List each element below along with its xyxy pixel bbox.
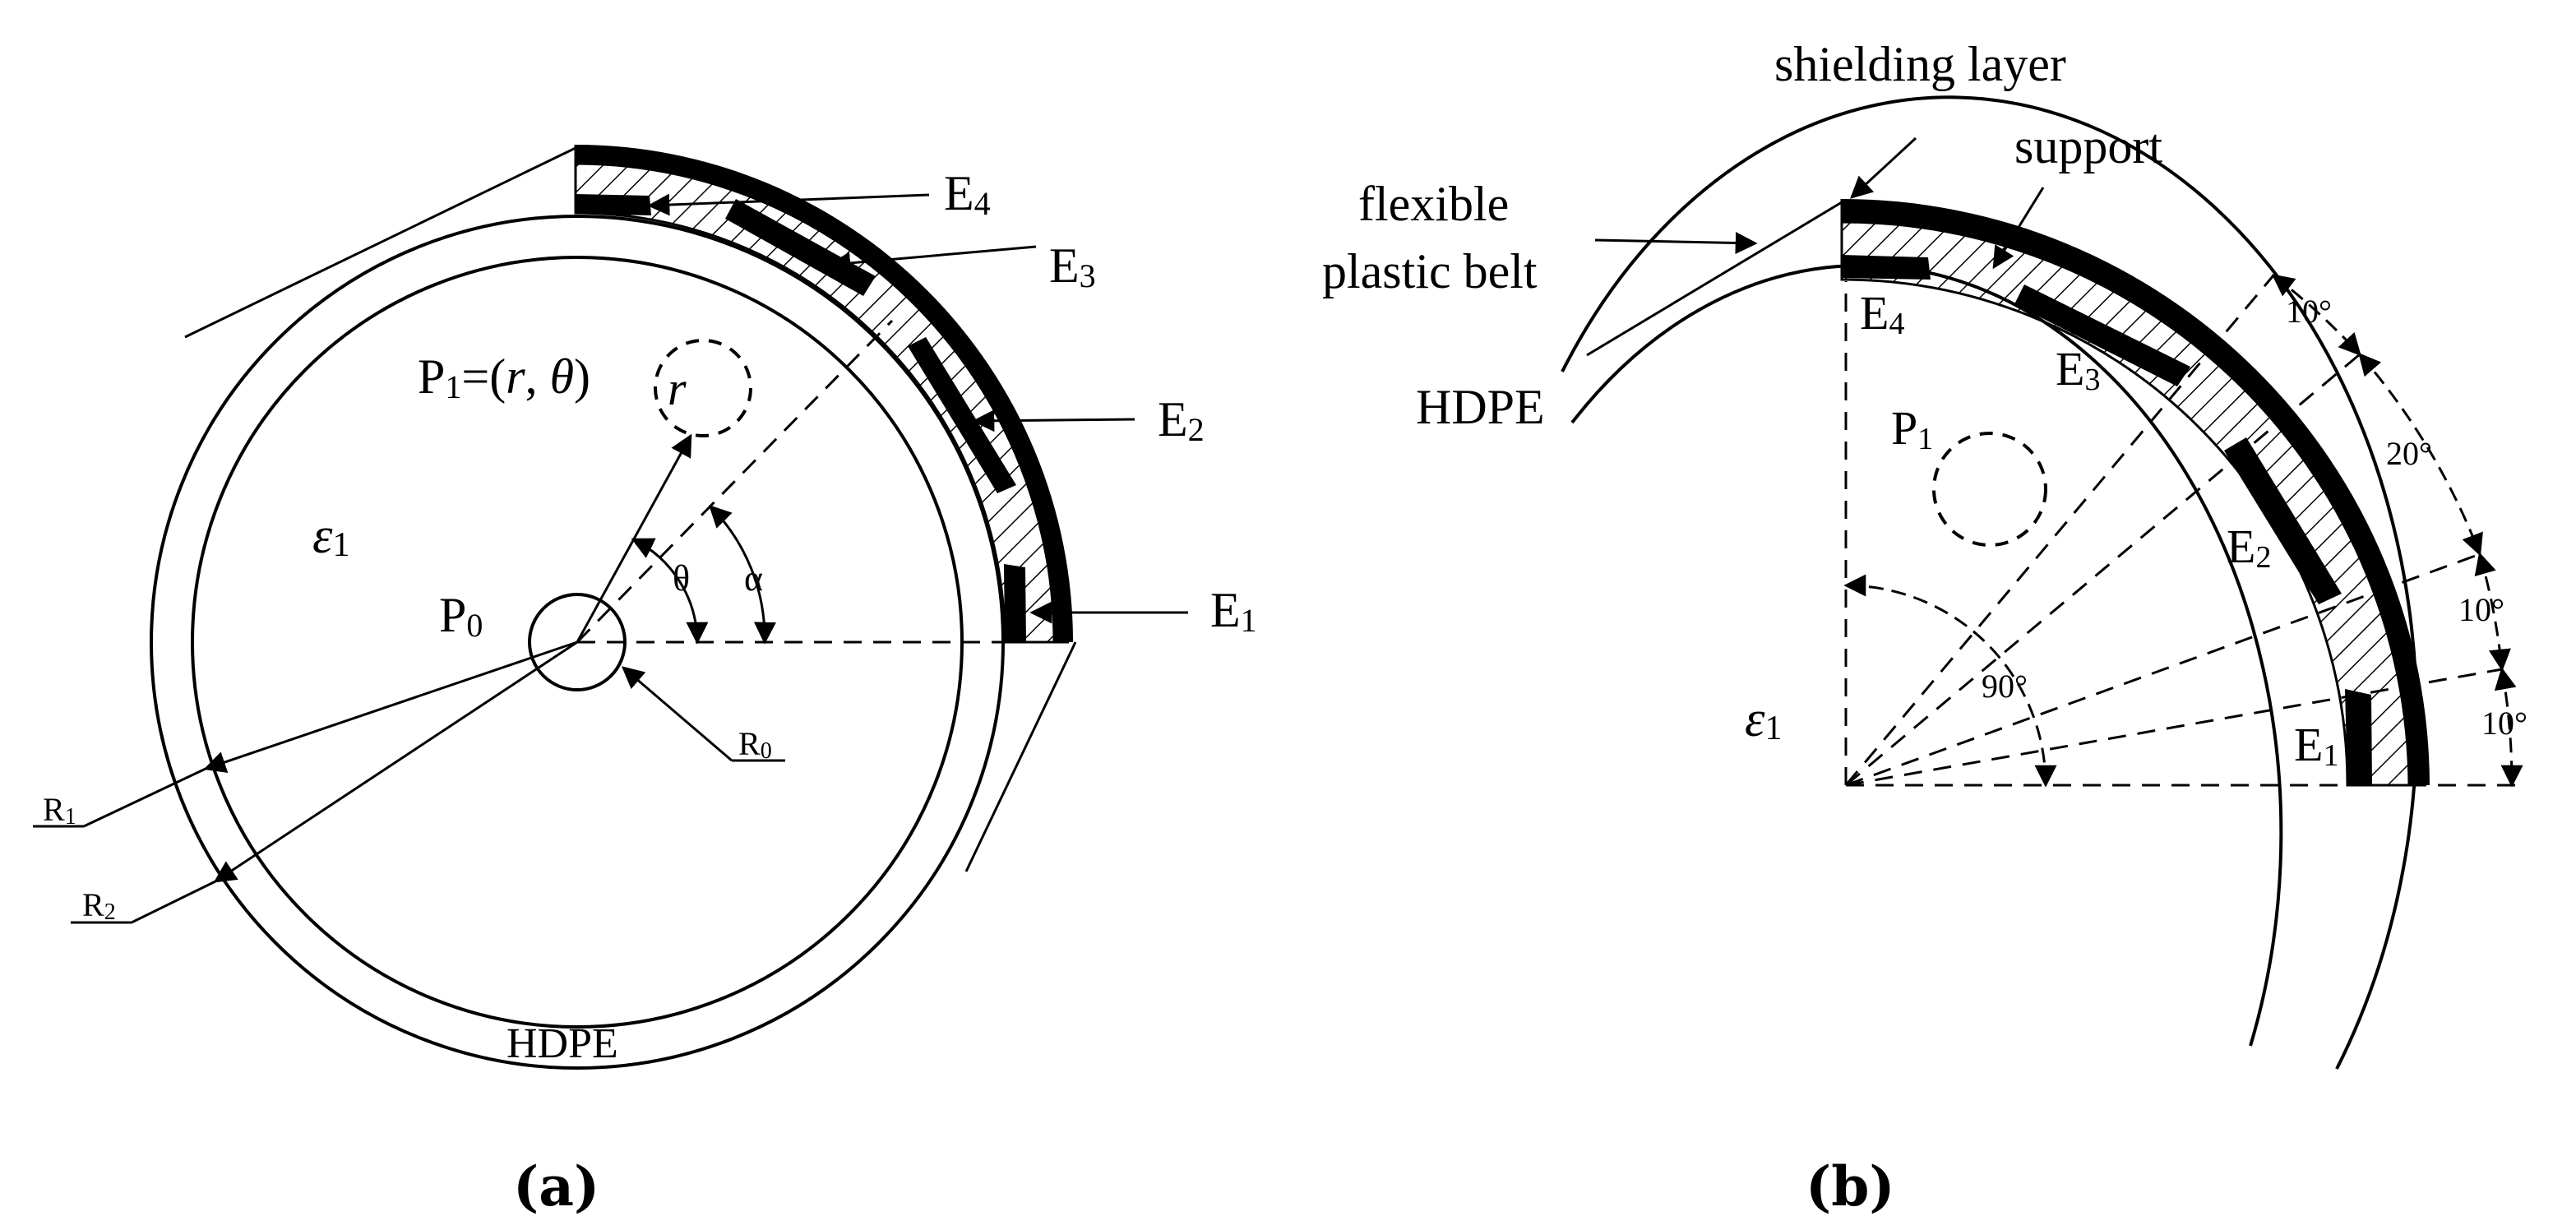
r2-leader-ext — [131, 880, 216, 924]
p0-label: P0 — [439, 588, 483, 644]
hdpe-inner-arc-b — [1570, 263, 2283, 1047]
electrode-e3-b — [2014, 284, 2190, 386]
p1-label-b: P1 — [1891, 401, 1933, 456]
eps1-label-b: ε1 — [1745, 691, 1782, 747]
r-label: r — [668, 362, 687, 415]
e4-leader — [647, 193, 930, 216]
e2-leader — [972, 409, 1135, 432]
electrode-e2-a — [908, 337, 1016, 493]
theta-label: θ — [673, 558, 690, 599]
e1-label-a: E1 — [1210, 583, 1257, 639]
p1-target-circle — [654, 339, 752, 437]
panel-b: shielding layer support flexible plastic… — [1322, 37, 2527, 1218]
band-tangent-bottom — [964, 641, 1077, 872]
angle-dim-10-bot — [2494, 667, 2523, 788]
radial-40 — [1845, 353, 2361, 787]
e3-leader — [828, 245, 1037, 275]
electrode-e2-b — [2224, 437, 2342, 604]
angle-90-label: 90° — [1982, 668, 2028, 705]
radial-50 — [1844, 275, 2275, 786]
support-label: support — [2014, 119, 2162, 173]
band-tangent-top — [184, 146, 576, 339]
e2-label-b: E2 — [2227, 520, 2271, 575]
caption-a: (a) — [513, 1154, 599, 1218]
angle-10-bot-label: 10° — [2481, 705, 2527, 742]
alpha-line — [576, 319, 894, 644]
r0-leader — [621, 666, 733, 762]
r2-label: R2 — [82, 886, 116, 925]
electrode-e1-a — [1004, 564, 1026, 642]
angle-dim-10-mid — [2474, 552, 2511, 672]
angle-dim-20 — [2358, 352, 2483, 557]
r2-leader — [213, 640, 578, 883]
angle-20-label: 20° — [2386, 435, 2432, 472]
angle-10-top-label: 10° — [2286, 293, 2332, 330]
eps1-label-a: ε1 — [312, 508, 349, 564]
angle-10-mid-label: 10° — [2458, 591, 2504, 628]
radial-20 — [1845, 553, 2481, 787]
flexible-leader — [1594, 232, 1758, 254]
flexible-label-line2: plastic belt — [1322, 244, 1538, 298]
panel-a: E4 E3 E2 E1 P1=(r, θ) r ε1 θ α P0 R0 R1 … — [33, 145, 1257, 1218]
r1-leader-ext — [83, 767, 206, 828]
flexible-label-line1: flexible — [1358, 177, 1509, 231]
r0-label: R0 — [738, 725, 772, 764]
theta-arc — [631, 538, 709, 645]
e2-label-a: E2 — [1158, 392, 1205, 448]
support-leader — [1992, 187, 2045, 270]
p1-target-circle-b — [1932, 432, 2047, 547]
radial-10 — [1845, 668, 2503, 787]
r1-leader — [203, 640, 578, 773]
p1-label-a: P1=(r, θ) — [418, 349, 590, 405]
caption-b: (b) — [1806, 1154, 1895, 1218]
e3-label-a: E3 — [1049, 238, 1096, 294]
r1-label: R1 — [43, 791, 76, 830]
band-tangent-b — [1586, 201, 1843, 357]
shielding-leader — [1850, 136, 1917, 199]
alpha-label: α — [744, 558, 763, 599]
electrode-e4-b — [1842, 255, 1931, 280]
e1-label-b: E1 — [2294, 718, 2338, 773]
e4-label-b: E4 — [1860, 286, 1904, 341]
e4-label-a: E4 — [944, 166, 991, 222]
electrode-e4-a — [576, 194, 651, 215]
alpha-arc — [709, 505, 776, 645]
electrode-e1-b — [2345, 689, 2372, 785]
angle-dim-10-top — [2271, 274, 2361, 356]
hdpe-label-b: HDPE — [1416, 380, 1545, 434]
shielding-layer-label: shielding layer — [1774, 37, 2066, 91]
e3-label-b: E3 — [2056, 342, 2100, 397]
hdpe-label-a: HDPE — [506, 1020, 618, 1067]
